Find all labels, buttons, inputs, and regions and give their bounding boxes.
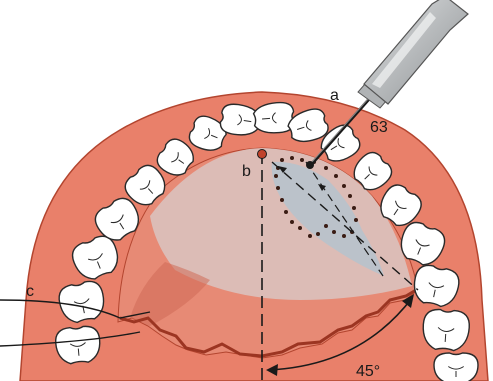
boundary-dot <box>334 174 338 178</box>
boundary-dot <box>276 186 280 190</box>
boundary-dot <box>300 158 304 162</box>
boundary-dot <box>348 194 352 198</box>
boundary-dot <box>316 232 320 236</box>
boundary-dot <box>342 184 346 188</box>
boundary-dot <box>284 210 288 214</box>
boundary-dot <box>332 230 336 234</box>
boundary-dot <box>280 198 284 202</box>
tooth <box>422 308 471 351</box>
label-63: 63 <box>370 119 388 136</box>
boundary-dot <box>352 206 356 210</box>
boundary-dot <box>354 218 358 222</box>
point-b-marker <box>258 150 267 159</box>
label-b: b <box>242 163 251 180</box>
boundary-dot <box>290 220 294 224</box>
boundary-dot <box>290 156 294 160</box>
boundary-dot <box>324 224 328 228</box>
boundary-dot <box>298 226 302 230</box>
label-angle: 45° <box>356 363 380 380</box>
label-a: a <box>330 87 339 104</box>
label-c: c <box>26 283 34 300</box>
needle-tip-marker <box>306 161 314 169</box>
syringe-barrel <box>364 0 468 104</box>
boundary-dot <box>274 174 278 178</box>
boundary-dot <box>324 166 328 170</box>
boundary-dot <box>308 234 312 238</box>
boundary-dot <box>342 234 346 238</box>
boundary-dot <box>280 158 284 162</box>
tooth <box>434 353 478 381</box>
